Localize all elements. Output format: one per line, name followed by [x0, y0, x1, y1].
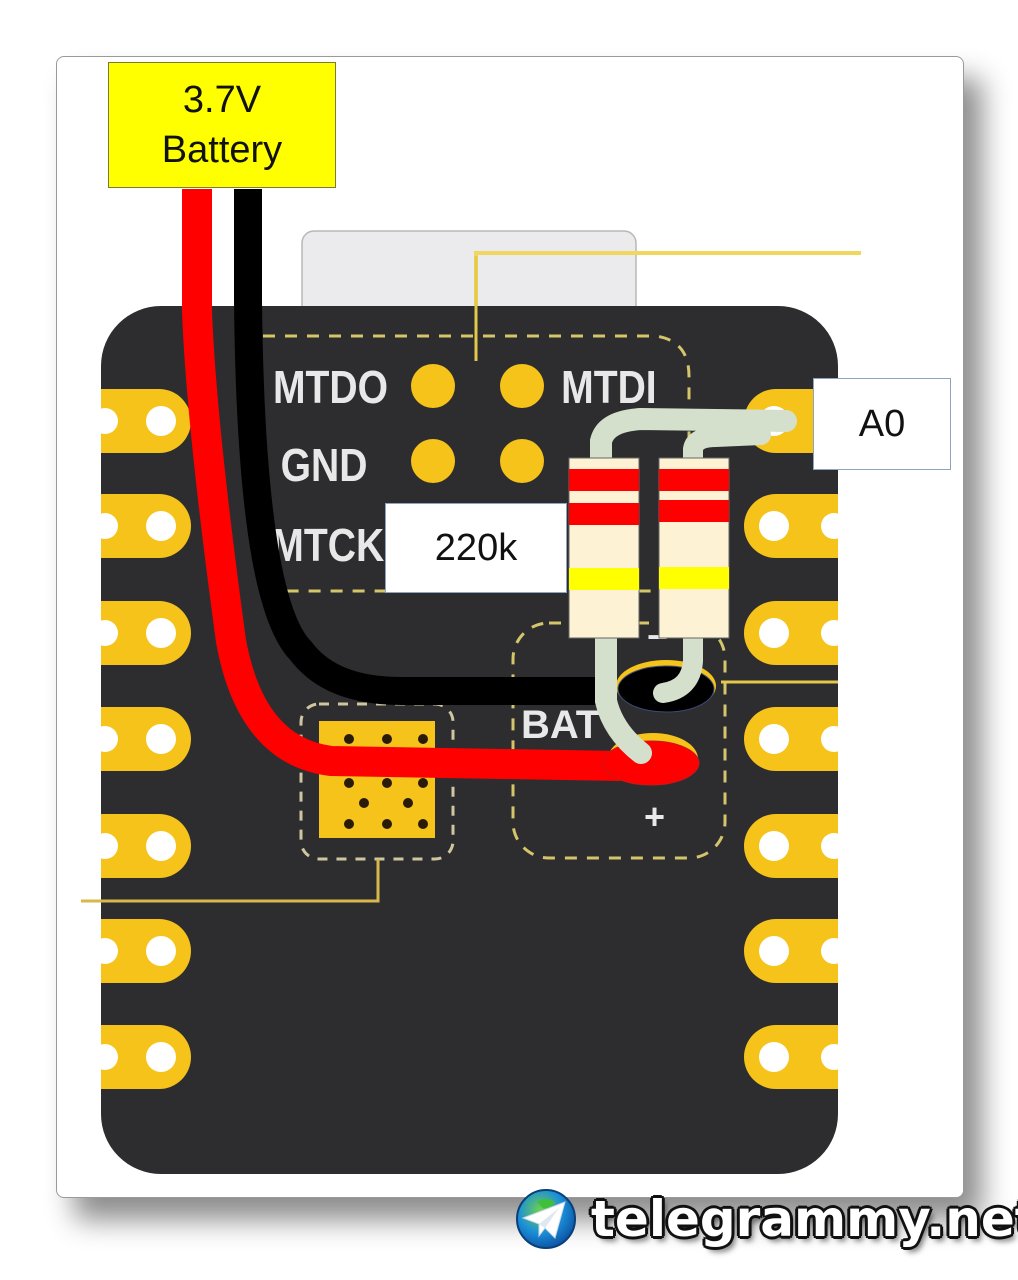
- resistor-2-top-lead: [683, 425, 771, 471]
- resistor-2-bottom-lead: [653, 621, 703, 703]
- positive-wire-end: [602, 740, 700, 786]
- resistor-value-label: 220k: [385, 503, 567, 593]
- resistor-1-top-lead: [590, 407, 797, 472]
- left-pad-2: [92, 494, 191, 558]
- silk-bat: BAT: [521, 703, 600, 747]
- resistor-1-band-3: [569, 568, 639, 590]
- silk-mtdo: MTDO: [273, 362, 388, 414]
- left-pads: [92, 389, 191, 1089]
- via-11: [418, 819, 428, 829]
- via-9: [344, 819, 354, 829]
- right-pad-3: [744, 601, 847, 665]
- analog-pin-label: A0: [813, 378, 951, 470]
- resistor-1: [568, 457, 640, 639]
- silk-mtdi: MTDI: [561, 362, 657, 414]
- left-pad-1: [92, 389, 191, 453]
- ground-pad-vias: [344, 734, 428, 829]
- right-pad-2: [744, 494, 847, 558]
- annotation-line-bottom: [81, 859, 380, 903]
- right-pad-4: [744, 707, 847, 771]
- resistor-1-bottom-lead: [595, 620, 652, 764]
- resistor-1-band-2: [569, 503, 639, 525]
- via-8: [403, 798, 413, 808]
- resistor-2-band-2: [659, 500, 729, 522]
- left-pad-6: [92, 919, 191, 983]
- right-pad-5: [744, 814, 847, 878]
- right-pad-6: [744, 919, 847, 983]
- diagram-card: MTDO MTDI GND MTCK BAT + −: [56, 56, 964, 1198]
- via-5: [382, 778, 392, 788]
- analog-pin-text: A0: [858, 402, 906, 445]
- pin-mtdo: [411, 364, 455, 408]
- via-10: [382, 819, 392, 829]
- via-4: [344, 778, 354, 788]
- right-pad-7: [744, 1025, 847, 1089]
- telegram-globe-icon: [516, 1189, 576, 1249]
- pin-gnd: [411, 439, 455, 483]
- resistor-2: [658, 457, 730, 639]
- watermark-text: telegrammy.net: [591, 1190, 1018, 1248]
- via-7: [359, 798, 369, 808]
- left-pad-5: [92, 814, 191, 878]
- positive-wire: [182, 189, 622, 781]
- via-2: [382, 734, 392, 744]
- resistor-2-band-1: [659, 469, 729, 491]
- resistor-value-text: 220k: [434, 526, 518, 569]
- via-3: [418, 734, 428, 744]
- pin-e: [500, 439, 544, 483]
- battery-voltage: 3.7V: [182, 79, 262, 121]
- left-pad-7: [92, 1025, 191, 1089]
- silk-mtck: MTCK: [271, 520, 384, 572]
- silk-gnd: GND: [281, 440, 368, 492]
- battery-text: Battery: [161, 129, 283, 171]
- silk-plus: +: [644, 796, 665, 837]
- negative-wire: [234, 189, 601, 705]
- battery-label: 3.7V Battery: [108, 62, 336, 188]
- left-pad-3: [92, 601, 191, 665]
- pcb-board: [101, 306, 838, 1174]
- resistor-2-band-3: [659, 567, 729, 589]
- pin-mtdi: [500, 364, 544, 408]
- left-pad-4: [92, 707, 191, 771]
- watermark: telegrammy.net: [515, 1188, 1018, 1250]
- header-outline: [263, 334, 691, 593]
- ground-pad: [319, 721, 435, 838]
- wiring-diagram: MTDO MTDI GND MTCK BAT + −: [81, 189, 963, 1197]
- via-6: [418, 778, 428, 788]
- via-1: [344, 734, 354, 744]
- resistor-1-band-1: [569, 469, 639, 491]
